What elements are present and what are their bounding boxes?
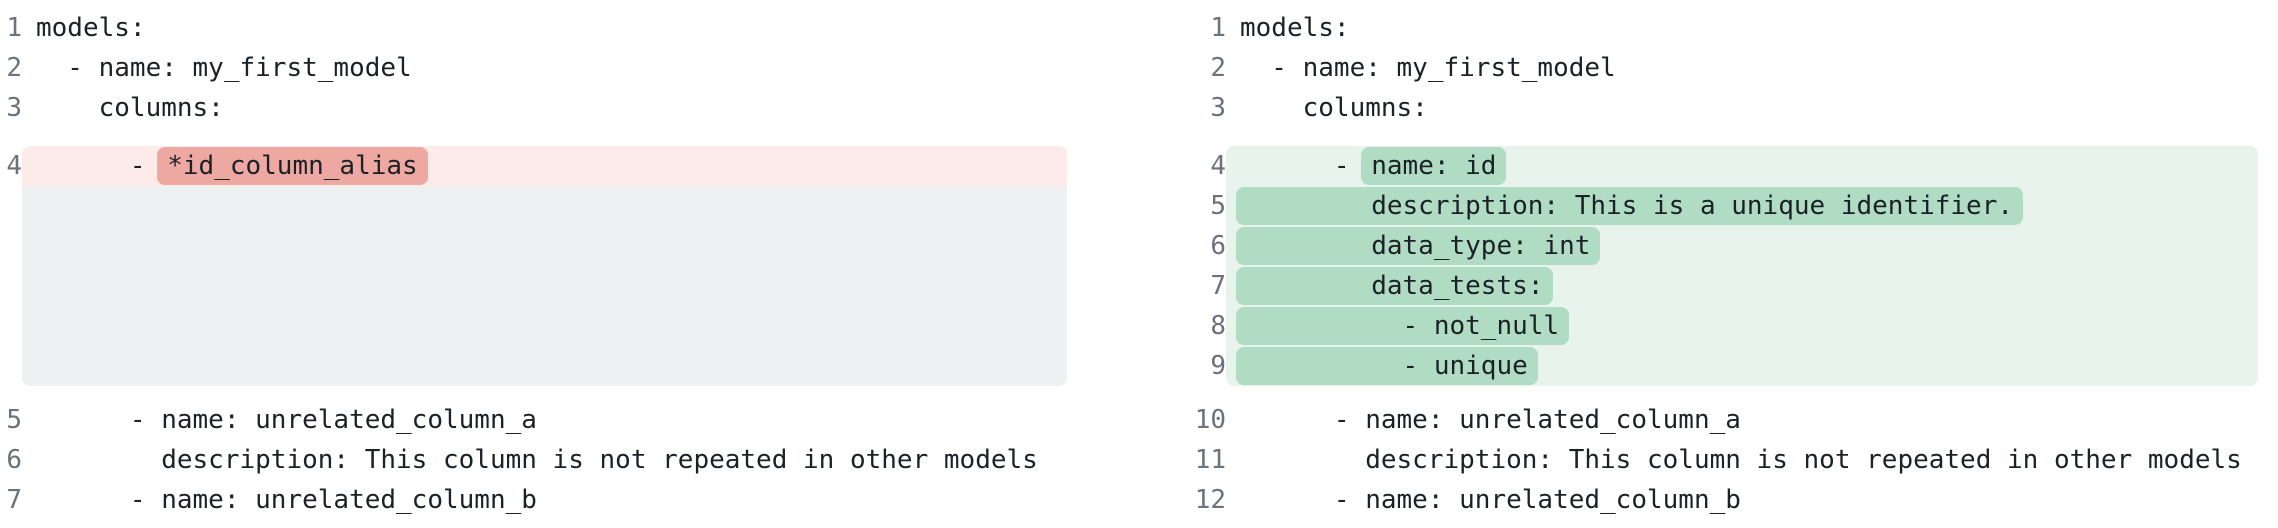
code-line: 12 - name: unrelated_column_b: [1190, 480, 2258, 520]
code-text: - not_null: [1226, 306, 2258, 346]
added-token: data_type: int: [1236, 227, 1601, 265]
code-line: 7 - name: unrelated_column_b: [0, 480, 1067, 520]
code-text: - name: my_first_model: [1240, 53, 1616, 83]
line-number: 1: [6, 13, 22, 43]
code-line: 2 - name: my_first_model: [1190, 48, 2258, 88]
line-number: 2: [6, 53, 22, 83]
line-number: 7: [6, 485, 22, 515]
code-text: - name: unrelated_column_b: [1240, 485, 1741, 515]
added-token: description: This is a unique identifier…: [1236, 187, 2024, 225]
line-number: 6: [1210, 231, 1226, 261]
code-line-added: 6 data_type: int: [1190, 226, 2258, 266]
line-number: 6: [6, 445, 22, 475]
removed-token: *id_column_alias: [157, 147, 428, 185]
code-line: 2 - name: my_first_model: [0, 48, 1067, 88]
code-text: - *id_column_alias: [22, 146, 1067, 186]
code-text: - unique: [1226, 346, 2258, 386]
code-panel-before: 1 models: 2 - name: my_first_model 3 col…: [0, 8, 1090, 520]
code-line: 6 description: This column is not repeat…: [0, 440, 1067, 480]
code-text: - name: unrelated_column_a: [1240, 405, 1741, 435]
code-text: - name: unrelated_column_b: [36, 485, 537, 515]
code-text: columns:: [1240, 93, 1428, 123]
code-text: models:: [36, 13, 146, 43]
code-line-added: 8 - not_null: [1190, 306, 2258, 346]
code-panel-after: 1 models: 2 - name: my_first_model 3 col…: [1190, 8, 2278, 520]
line-number: 10: [1194, 405, 1226, 435]
code-line: 3 columns:: [0, 88, 1067, 128]
line-number: 2: [1210, 53, 1226, 83]
code-text: description: This column is not repeated…: [1240, 445, 2242, 475]
line-number: 3: [1210, 93, 1226, 123]
code-text: data_type: int: [1226, 226, 2258, 266]
line-number: 4: [6, 151, 22, 181]
added-token: - not_null: [1236, 307, 1570, 345]
line-number: 4: [1210, 151, 1226, 181]
code-line: 11 description: This column is not repea…: [1190, 440, 2258, 480]
code-line-removed: 4 - *id_column_alias: [0, 146, 1067, 186]
code-line: 10 - name: unrelated_column_a: [1190, 400, 2258, 440]
added-token: data_tests:: [1236, 267, 1554, 305]
code-text: columns:: [36, 93, 224, 123]
line-number: 9: [1210, 351, 1226, 381]
code-text-prefix: -: [1240, 151, 1366, 181]
line-number: 3: [6, 93, 22, 123]
line-number: 11: [1194, 445, 1226, 475]
code-line-added: 5 description: This is a unique identifi…: [1190, 186, 2258, 226]
code-text: - name: unrelated_column_a: [36, 405, 537, 435]
line-number: 7: [1210, 271, 1226, 301]
line-number: 1: [1210, 13, 1226, 43]
line-number: 5: [6, 405, 22, 435]
collapsed-lines-placeholder: [22, 186, 1067, 386]
added-token: - unique: [1236, 347, 1538, 385]
code-line: 5 - name: unrelated_column_a: [0, 400, 1067, 440]
code-line: 3 columns:: [1190, 88, 2258, 128]
code-text: - name: my_first_model: [36, 53, 412, 83]
code-line: 1 models:: [1190, 8, 2258, 48]
line-number: 5: [1210, 191, 1226, 221]
code-text: description: This is a unique identifier…: [1226, 186, 2258, 226]
code-text-prefix: -: [36, 151, 162, 181]
code-text: description: This column is not repeated…: [36, 445, 1038, 475]
code-text: - name: id: [1226, 146, 2258, 186]
code-line-added: 9 - unique: [1190, 346, 2258, 386]
code-text: models:: [1240, 13, 1350, 43]
line-number: 8: [1210, 311, 1226, 341]
code-line-added: 4 - name: id: [1190, 146, 2258, 186]
code-line-added: 7 data_tests:: [1190, 266, 2258, 306]
code-line: 1 models:: [0, 8, 1067, 48]
code-text: data_tests:: [1226, 266, 2258, 306]
added-token: name: id: [1361, 147, 1507, 185]
line-number: 12: [1194, 485, 1226, 515]
